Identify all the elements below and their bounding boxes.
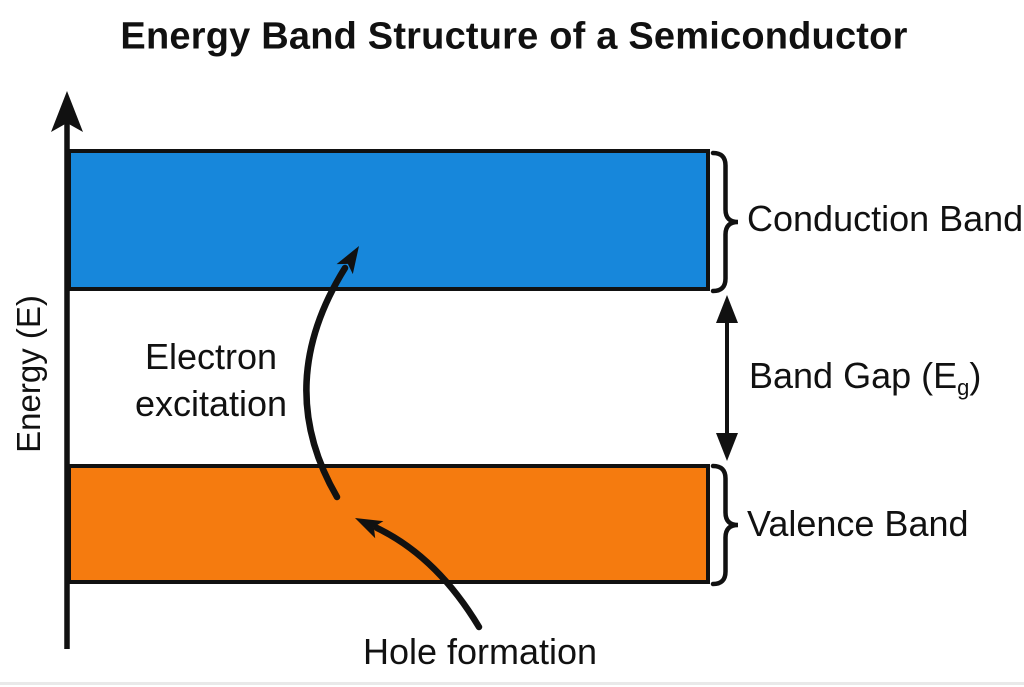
valence-band-brace [710, 463, 739, 587]
diagram-title: Energy Band Structure of a Semiconductor [120, 15, 908, 58]
conduction-band-brace [710, 150, 739, 294]
electron-excitation-label: Electron excitation [91, 333, 331, 427]
energy-axis-arrowhead [51, 91, 83, 132]
energy-axis-label: Energy (E) [10, 295, 47, 453]
bottom-edge-artifact [0, 682, 1024, 685]
band-gap-label: Band Gap (Eg) [749, 355, 982, 400]
valence-band-rect [67, 464, 710, 584]
electron-excitation-arrow [303, 264, 349, 501]
band-gap-arrow-top-head [716, 295, 738, 323]
band-gap-arrow-bottom-head [716, 433, 738, 461]
valence-band-label: Valence Band [747, 503, 969, 544]
band-gap-subscript: g [957, 375, 970, 400]
band-gap-label-suffix: ) [969, 355, 982, 396]
electron-excitation-arrowhead [336, 246, 359, 275]
conduction-band-label: Conduction Band [747, 198, 1024, 239]
hole-formation-arrowhead [355, 518, 384, 539]
hole-formation-arrow [373, 524, 483, 631]
conduction-band-rect [67, 149, 710, 291]
hole-formation-label: Hole formation [362, 631, 598, 672]
electron-excitation-line1: Electron [144, 336, 278, 377]
electron-excitation-line2: excitation [134, 383, 288, 424]
band-gap-label-prefix: Band Gap (E [749, 355, 958, 396]
